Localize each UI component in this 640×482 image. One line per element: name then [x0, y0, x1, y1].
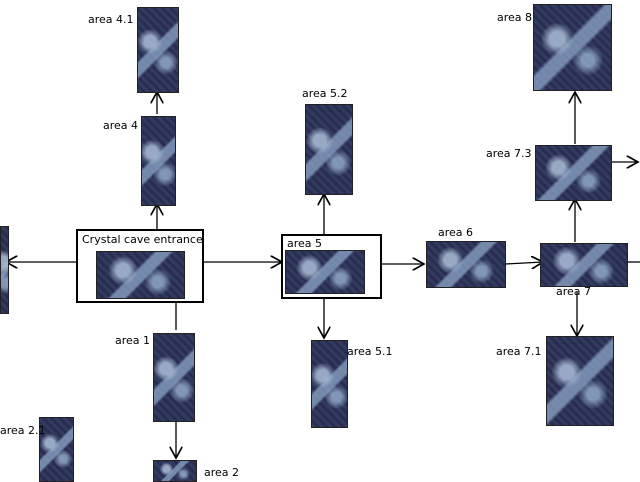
- map-area-4: [141, 116, 176, 206]
- entrance-box: Crystal cave entrance: [76, 229, 204, 303]
- entrance-label: Crystal cave entrance: [82, 233, 203, 246]
- area-8-label: area 8: [497, 11, 533, 24]
- area-5-1-label: area 5.1: [347, 345, 393, 358]
- arrow-area6-to-area7: [504, 262, 543, 264]
- map-area-7-3: [535, 145, 612, 201]
- area-5-2-label: area 5.2: [302, 87, 348, 100]
- area-4-label: area 4: [103, 119, 139, 132]
- area-2-label: area 2: [204, 466, 240, 479]
- area-4-1-label: area 4.1: [88, 13, 134, 26]
- map-area-6: [426, 241, 506, 288]
- map-crystal-cave-entrance: [96, 251, 185, 299]
- area-1-label: area 1: [115, 334, 151, 347]
- area-7-3-label: area 7.3: [486, 147, 532, 160]
- area-7-label: area 7: [556, 285, 592, 298]
- map-west-partial: [0, 226, 9, 314]
- map-area-7: [540, 243, 628, 287]
- map-area-4-1: [137, 7, 179, 93]
- map-area-5-inner: [285, 250, 365, 294]
- map-area-5-2: [305, 104, 353, 195]
- map-area-5-1: [311, 340, 348, 428]
- map-area-2-1: [39, 417, 74, 482]
- area-2-1-label: area 2.1: [0, 424, 46, 437]
- map-area-2: [153, 460, 197, 482]
- area-6-label: area 6: [438, 226, 474, 239]
- area-7-1-label: area 7.1: [496, 345, 542, 358]
- map-area-7-1: [546, 336, 614, 426]
- map-area-8: [533, 4, 612, 91]
- map-area-1: [153, 333, 195, 422]
- area-5-label: area 5: [287, 237, 323, 250]
